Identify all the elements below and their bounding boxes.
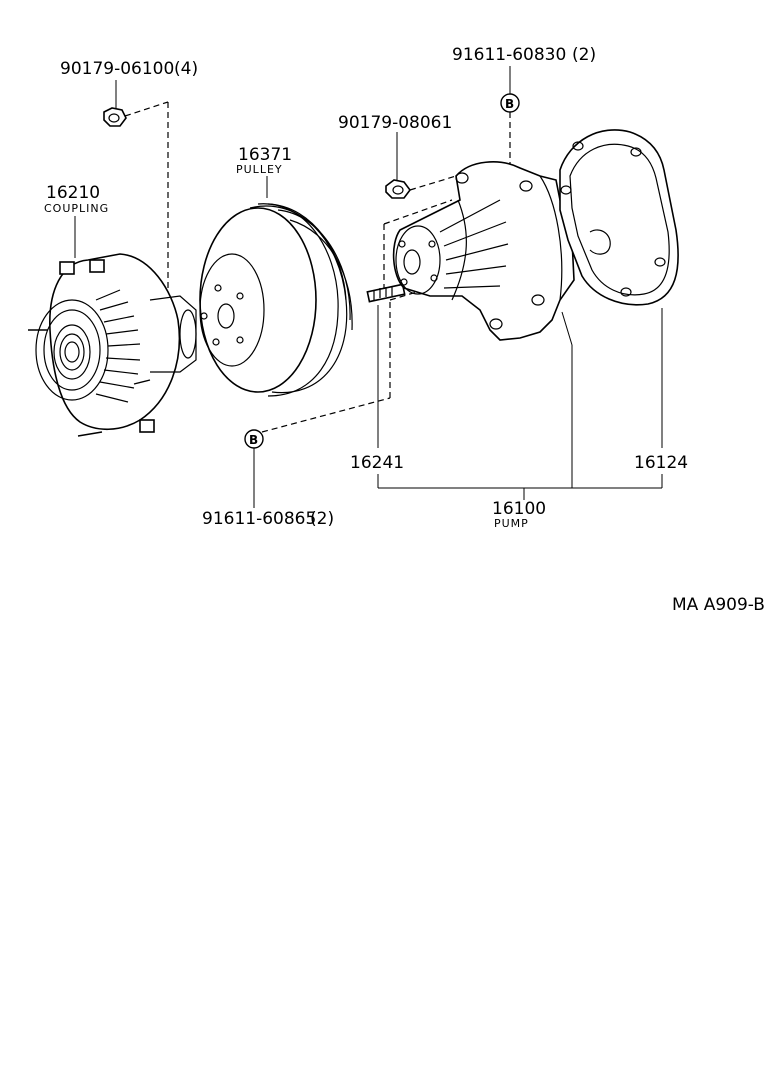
- pulley-16371: [199, 203, 353, 397]
- quantity-label: (2): [310, 509, 334, 529]
- callout-b-letter: B: [249, 433, 258, 447]
- part-number-16124: 16124: [634, 453, 688, 473]
- quantity-label: (4): [174, 59, 198, 79]
- part-number-90179-06100: 90179-06100: [60, 59, 174, 79]
- gasket-16124: [559, 129, 679, 306]
- nut-90179-08061: [385, 179, 411, 199]
- leader-lines: [74, 66, 663, 508]
- part-number-16371: 16371: [238, 145, 292, 165]
- label-nut-top-left: 90179-06100 (4): [60, 59, 198, 79]
- part-name-coupling: COUPLING: [44, 202, 109, 215]
- quantity-label: (2): [572, 45, 596, 65]
- label-bolt-bottom: 91611-60865 (2): [202, 509, 334, 529]
- part-number-91611-60830: 91611-60830: [452, 45, 566, 65]
- label-coupling: 16210 COUPLING: [44, 183, 109, 215]
- fan-coupling-16210: [28, 253, 197, 437]
- part-number-16241: 16241: [350, 453, 404, 473]
- part-number-90179-08061: 90179-08061: [338, 113, 452, 133]
- part-name-pump: PUMP: [494, 517, 529, 530]
- part-number-16100: 16100: [492, 499, 546, 519]
- water-pump-16100: [392, 161, 575, 341]
- part-number-16210: 16210: [46, 183, 100, 203]
- nut-90179-06100: [103, 107, 127, 127]
- callout-b-top: B: [500, 93, 520, 113]
- diagram-code: MA A909-B: [672, 595, 765, 615]
- label-bolt-top-right: 91611-60830 (2): [452, 45, 596, 65]
- label-pulley: 16371 PULLEY: [236, 145, 292, 176]
- callout-b-bottom: B: [244, 429, 264, 449]
- part-number-91611-60865: 91611-60865: [202, 509, 316, 529]
- stud-16241: [366, 283, 406, 303]
- part-name-pulley: PULLEY: [236, 163, 283, 176]
- callout-b-letter: B: [505, 97, 514, 111]
- label-pump: 16100 PUMP: [492, 499, 546, 530]
